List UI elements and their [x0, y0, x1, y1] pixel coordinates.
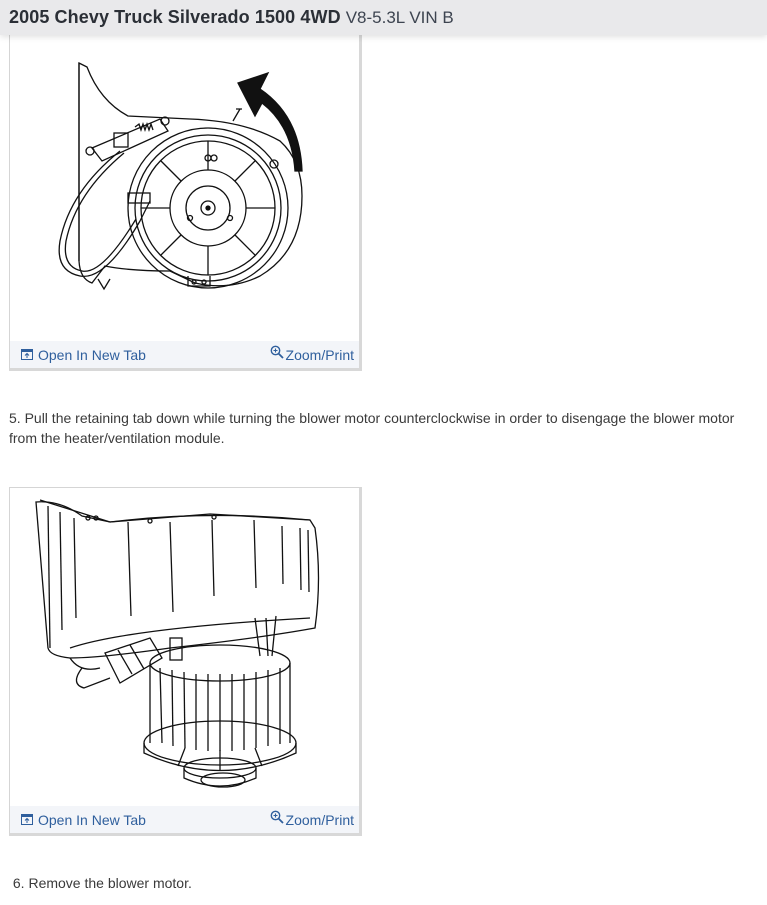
figure-2-open-new-tab-link[interactable]: Open In New Tab [21, 812, 146, 828]
figure-2-zoom-print-link[interactable]: Zoom/Print [270, 810, 354, 828]
page-header: 2005 Chevy Truck Silverado 1500 4WD V8-5… [0, 0, 767, 35]
vehicle-title: 2005 Chevy Truck Silverado 1500 4WD [9, 7, 341, 27]
step-6-text: 6. Remove the blower motor. [9, 875, 192, 891]
figure-1-illustration[interactable] [10, 21, 359, 341]
engine-spec: V8-5.3L VIN B [345, 7, 454, 27]
step-5-text: 5. Pull the retaining tab down while tur… [9, 410, 735, 446]
figure-1-toolbar: Open In New Tab Zoom/Print [10, 341, 359, 368]
figure-2-illustration[interactable] [10, 488, 359, 806]
zoom-in-icon [270, 345, 284, 359]
figure-1-zoom-print-link[interactable]: Zoom/Print [270, 345, 354, 363]
figure-1-open-new-tab-link[interactable]: Open In New Tab [21, 347, 146, 363]
figure-1: Open In New Tab Zoom/Print [9, 20, 362, 371]
open-new-tab-icon [21, 814, 33, 825]
zoom-print-label: Zoom/Print [285, 346, 354, 363]
open-new-tab-label: Open In New Tab [38, 811, 146, 828]
zoom-print-label: Zoom/Print [285, 811, 354, 828]
zoom-in-icon [270, 810, 284, 824]
figure-2: Open In New Tab Zoom/Print [9, 487, 362, 836]
figure-2-toolbar: Open In New Tab Zoom/Print [10, 806, 359, 833]
open-new-tab-icon [21, 349, 33, 360]
open-new-tab-label: Open In New Tab [38, 346, 146, 363]
